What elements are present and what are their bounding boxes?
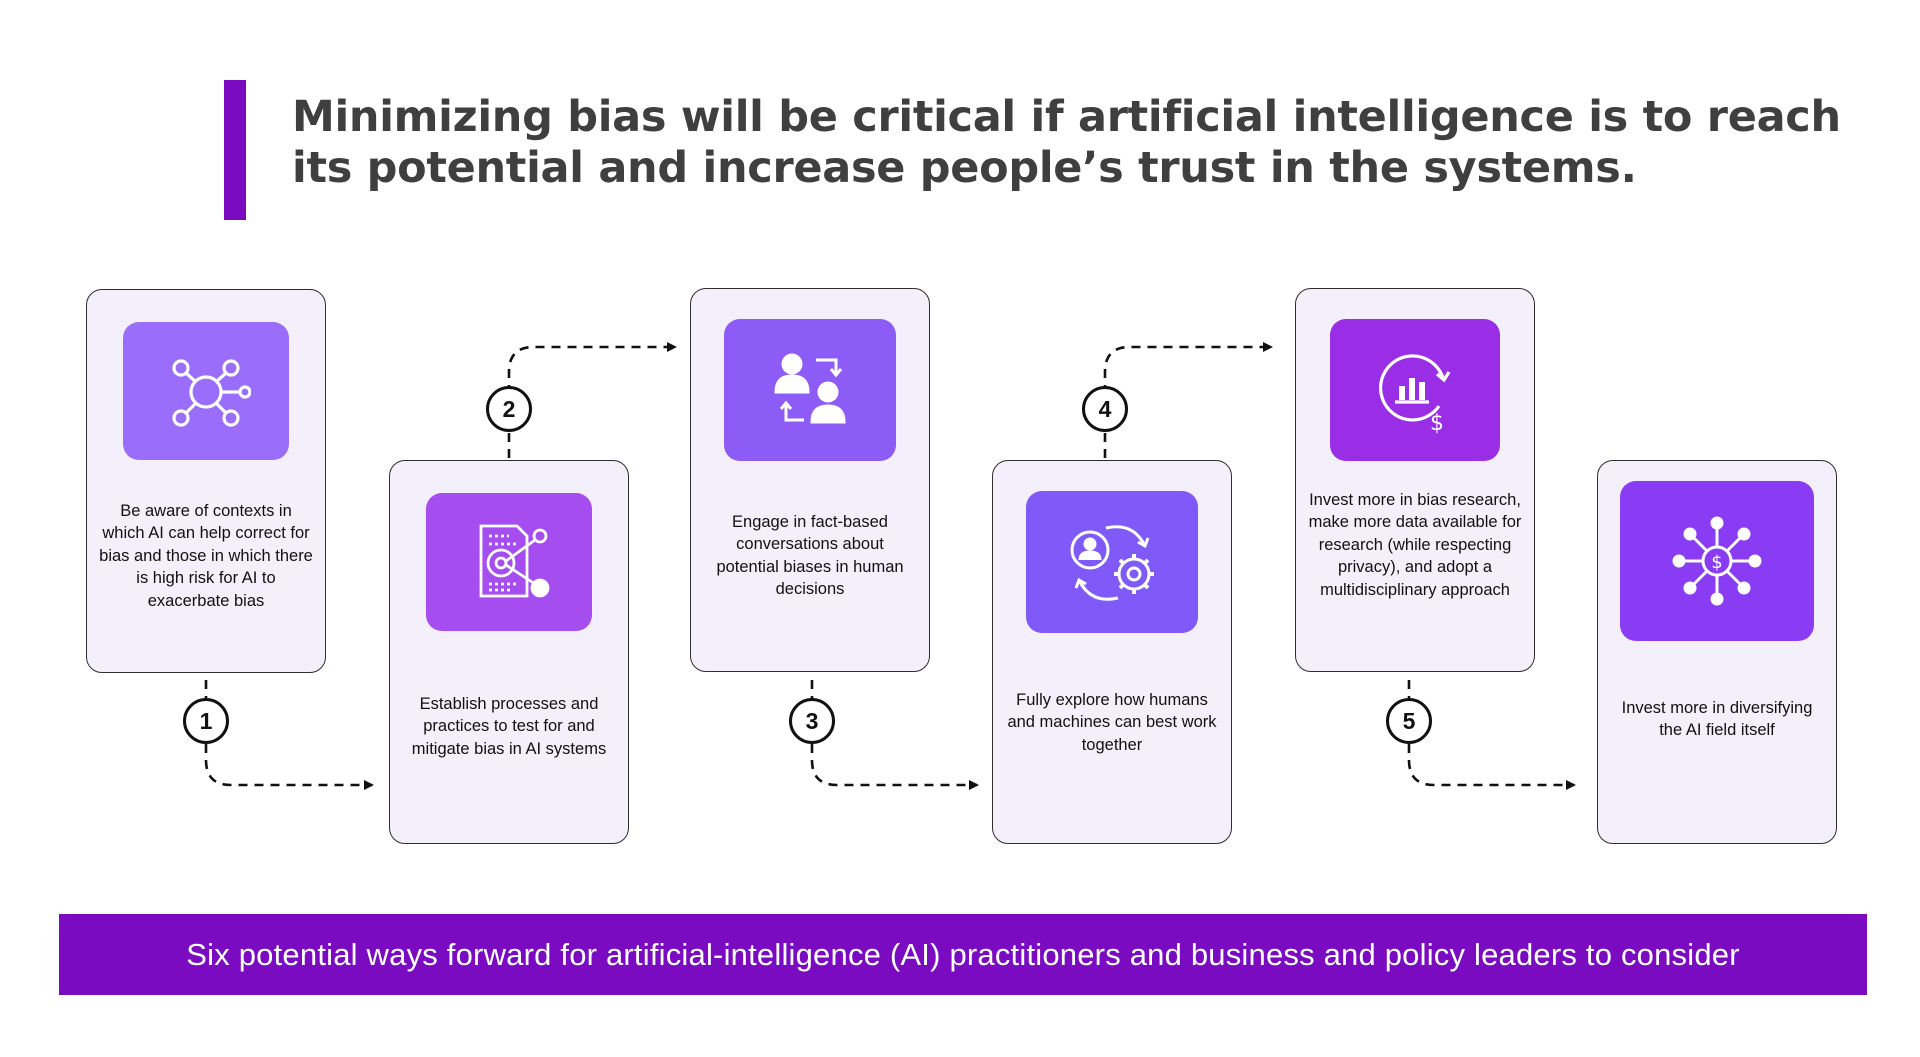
step-card-3: Engage in fact-based conversations about… [690, 288, 930, 672]
icon-tile-1 [123, 322, 289, 460]
step-card-2: Establish processes and practices to tes… [389, 460, 629, 844]
icon-tile-5: $ [1330, 319, 1500, 461]
diversity-investment-icon: $ [1672, 516, 1762, 606]
icon-tile-3 [724, 319, 896, 461]
network-nodes-icon [172, 359, 251, 427]
step-text-1: Be aware of contexts in which AI can hel… [99, 502, 313, 610]
svg-text:$: $ [1711, 552, 1722, 573]
step-number-3: 3 [789, 698, 835, 744]
step-text-5: Invest more in bias research, make more … [1308, 491, 1522, 599]
step-text-4: Fully explore how humans and machines ca… [1007, 691, 1217, 754]
step-number-4: 4 [1082, 386, 1128, 432]
headline-accent-bar [224, 80, 246, 220]
document-analysis-icon [479, 524, 550, 598]
icon-tile-2 [426, 493, 592, 631]
step-text-2: Establish processes and practices to tes… [411, 695, 607, 758]
step-card-5: $ Invest more in bias research, make mor… [1295, 288, 1535, 672]
step-card-4: Fully explore how humans and machines ca… [992, 460, 1232, 844]
step-number-2: 2 [486, 386, 532, 432]
human-machine-cycle-icon [1070, 525, 1154, 601]
connector-step-5 [1407, 680, 1576, 790]
icon-tile-6: $ [1620, 481, 1814, 641]
svg-text:$: $ [1430, 411, 1444, 436]
step-text-3: Engage in fact-based conversations about… [716, 513, 904, 599]
step-number-1: 1 [183, 698, 229, 744]
connector-step-1 [204, 680, 374, 790]
step-text-6: Invest more in diversifying the AI field… [1621, 699, 1813, 740]
connector-step-2 [507, 342, 677, 458]
connector-step-3 [810, 680, 979, 790]
footer-banner: Six potential ways forward for artificia… [59, 914, 1867, 995]
headline: Minimizing bias will be critical if arti… [292, 92, 1841, 193]
step-card-1: Be aware of contexts in which AI can hel… [86, 289, 326, 673]
research-investment-icon: $ [1379, 354, 1451, 436]
connector-step-4 [1103, 342, 1273, 458]
icon-tile-4 [1026, 491, 1198, 633]
step-number-5: 5 [1386, 698, 1432, 744]
people-exchange-icon [774, 353, 846, 424]
step-card-6: $ Invest more in diversifying the AI fie… [1597, 460, 1837, 844]
